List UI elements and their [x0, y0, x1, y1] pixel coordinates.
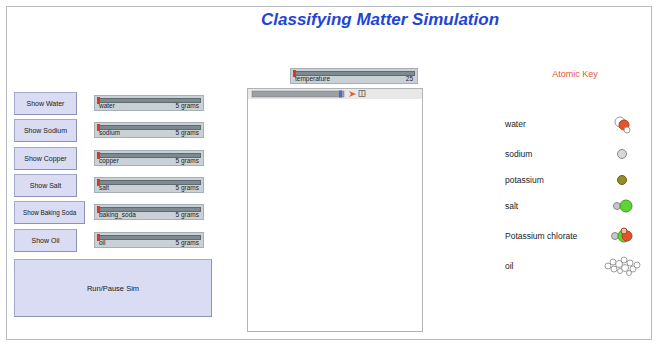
- sim-button: Show Copper: [14, 147, 77, 170]
- slider-label: temperature: [295, 75, 330, 82]
- button-label: Show Sodium: [21, 127, 70, 134]
- key-label: salt: [505, 201, 518, 211]
- key-entry: oil: [505, 261, 514, 271]
- sim-button: Show Baking Soda: [14, 201, 85, 224]
- button-label: Run/Pause Sim: [84, 284, 142, 293]
- slider-value: 5 grams: [176, 102, 199, 109]
- sim-button: Show Salt: [14, 174, 77, 197]
- slider-value: 5 grams: [176, 129, 199, 136]
- key-entry: salt: [505, 201, 518, 211]
- slider-value: 5 grams: [176, 211, 199, 218]
- key-label: Potassium chlorate: [505, 231, 577, 241]
- sim-button: Run/Pause Sim: [14, 259, 212, 317]
- key-entry: water: [505, 119, 526, 129]
- water-molecule-icon: [615, 117, 630, 133]
- button-label: Show Water: [24, 100, 68, 107]
- key-label: oil: [505, 261, 514, 271]
- salt-icon: [614, 200, 633, 212]
- button-label: Show Salt: [27, 182, 65, 189]
- slider-control: water 5 grams: [94, 95, 204, 111]
- slider-label: baking_soda: [99, 211, 136, 218]
- button-label: Show Copper: [21, 155, 69, 162]
- sim-button: Show Sodium: [14, 119, 77, 142]
- sim-button: Show Water: [14, 92, 77, 115]
- key-entry: potassium: [505, 175, 544, 185]
- slider-control: baking_soda 5 grams: [94, 204, 204, 220]
- slider-label: sodium: [99, 129, 120, 136]
- slider-label: oil: [99, 239, 106, 246]
- sim-button: Show Oil: [14, 229, 77, 252]
- button-label: Show Oil: [28, 237, 62, 244]
- oil-molecule-icon: [605, 257, 640, 276]
- slider-control: oil 5 grams: [94, 232, 204, 248]
- slider-label: water: [99, 102, 115, 109]
- key-label: potassium: [505, 175, 544, 185]
- potassium-chlorate-icon: [612, 228, 633, 242]
- slider-value: 5 grams: [176, 184, 199, 191]
- slider-control: temperature 25: [290, 68, 418, 84]
- slider-label: salt: [99, 184, 109, 191]
- slider-control: sodium 5 grams: [94, 122, 204, 138]
- slider-control: salt 5 grams: [94, 177, 204, 193]
- page-title: Classifying Matter Simulation: [190, 10, 570, 30]
- key-entry: sodium: [505, 149, 532, 159]
- slider-label: copper: [99, 157, 119, 164]
- slider-value: 25: [406, 75, 413, 82]
- slider-value: 5 grams: [176, 157, 199, 164]
- key-label: sodium: [505, 149, 532, 159]
- potassium-atom-icon: [618, 176, 627, 185]
- slider-value: 5 grams: [176, 239, 199, 246]
- sodium-atom-icon: [618, 150, 627, 159]
- key-entry: Potassium chlorate: [505, 231, 577, 241]
- button-label: Show Baking Soda: [20, 209, 79, 216]
- key-label: water: [505, 119, 526, 129]
- key-heading: Atomic Key: [540, 69, 610, 79]
- slider-control: copper 5 grams: [94, 150, 204, 166]
